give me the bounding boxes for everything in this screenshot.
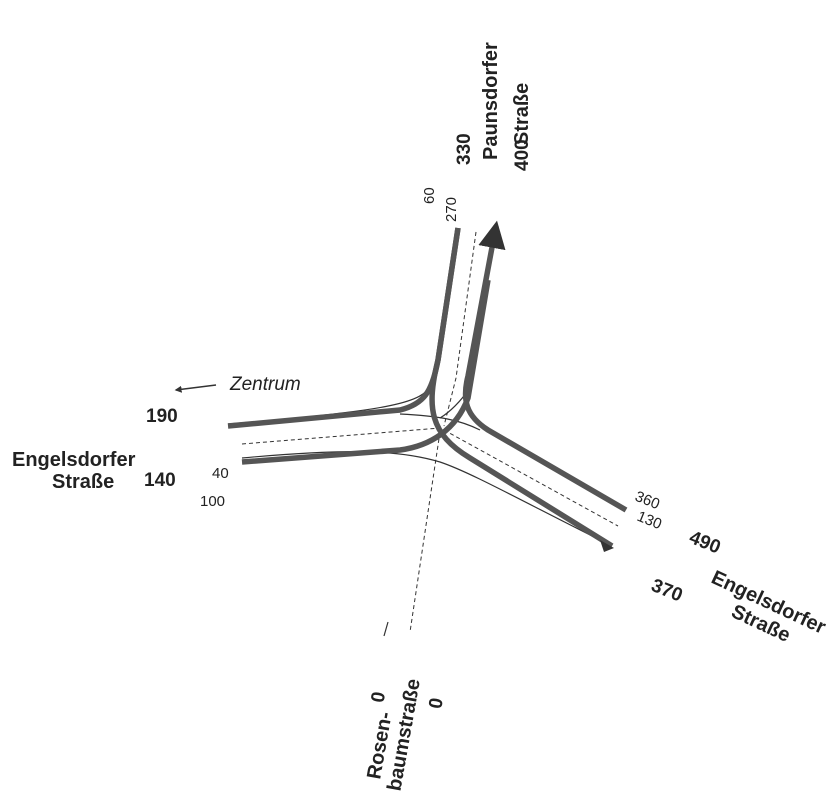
flow-north-to-east: [429, 227, 614, 549]
center-line-east: [443, 429, 619, 527]
thin-flow-east-west: [399, 413, 481, 431]
center-lines: [241, 231, 619, 633]
turn-volume-west-lower: 100: [200, 493, 225, 510]
flow-east-to-north: [462, 220, 628, 513]
center-line-west: [241, 427, 441, 445]
rosenbaum-volume-a: 0: [368, 690, 391, 704]
engelsdorfer-west-volume-in: 140: [144, 470, 176, 491]
engelsdorfer-west-volume-out: 190: [146, 406, 178, 427]
turn-volume-east-upper: 360: [633, 488, 663, 513]
rosenbaum-volume-b: 0: [425, 696, 448, 710]
engelsdorfer-east-volume-out: 490: [686, 527, 723, 558]
turn-volume-east-lower: 130: [635, 508, 665, 533]
center-line-north: [443, 231, 477, 427]
rosenbaum-labels: Rosen- baumstraße 0 0: [363, 677, 448, 792]
paunsdorfer-name-line1: Paunsdorfer: [480, 42, 502, 160]
arrow-east-out: [600, 540, 614, 552]
turn-volume-north-right: 270: [443, 197, 460, 222]
flow-west-to-north: [241, 279, 491, 465]
engelsdorfer-east-volume-in: 370: [648, 575, 685, 606]
zentrum-arrow-icon: [174, 384, 217, 393]
turn-volume-west-upper: 40: [212, 465, 229, 482]
paunsdorfer-name-line2: Straße: [511, 83, 533, 145]
flow-north-to-west: [227, 227, 461, 429]
paunsdorfer-labels: Paunsdorfer Straße 330 400: [454, 42, 533, 171]
engelsdorfer-west-name-line1: Engelsdorfer: [12, 449, 136, 471]
zentrum-label: Zentrum: [229, 374, 301, 395]
center-line-south: [409, 431, 441, 633]
engelsdorfer-west-name-line2: Straße: [52, 471, 114, 493]
turn-volume-north-left: 60: [421, 187, 438, 204]
rosenbaum-lane-mark: [383, 621, 389, 637]
thin-flow-west-east: [241, 451, 613, 547]
paunsdorfer-volume-in: 330: [454, 133, 475, 165]
heavy-flows: [227, 220, 628, 549]
paunsdorfer-volume-out: 400: [512, 139, 533, 171]
